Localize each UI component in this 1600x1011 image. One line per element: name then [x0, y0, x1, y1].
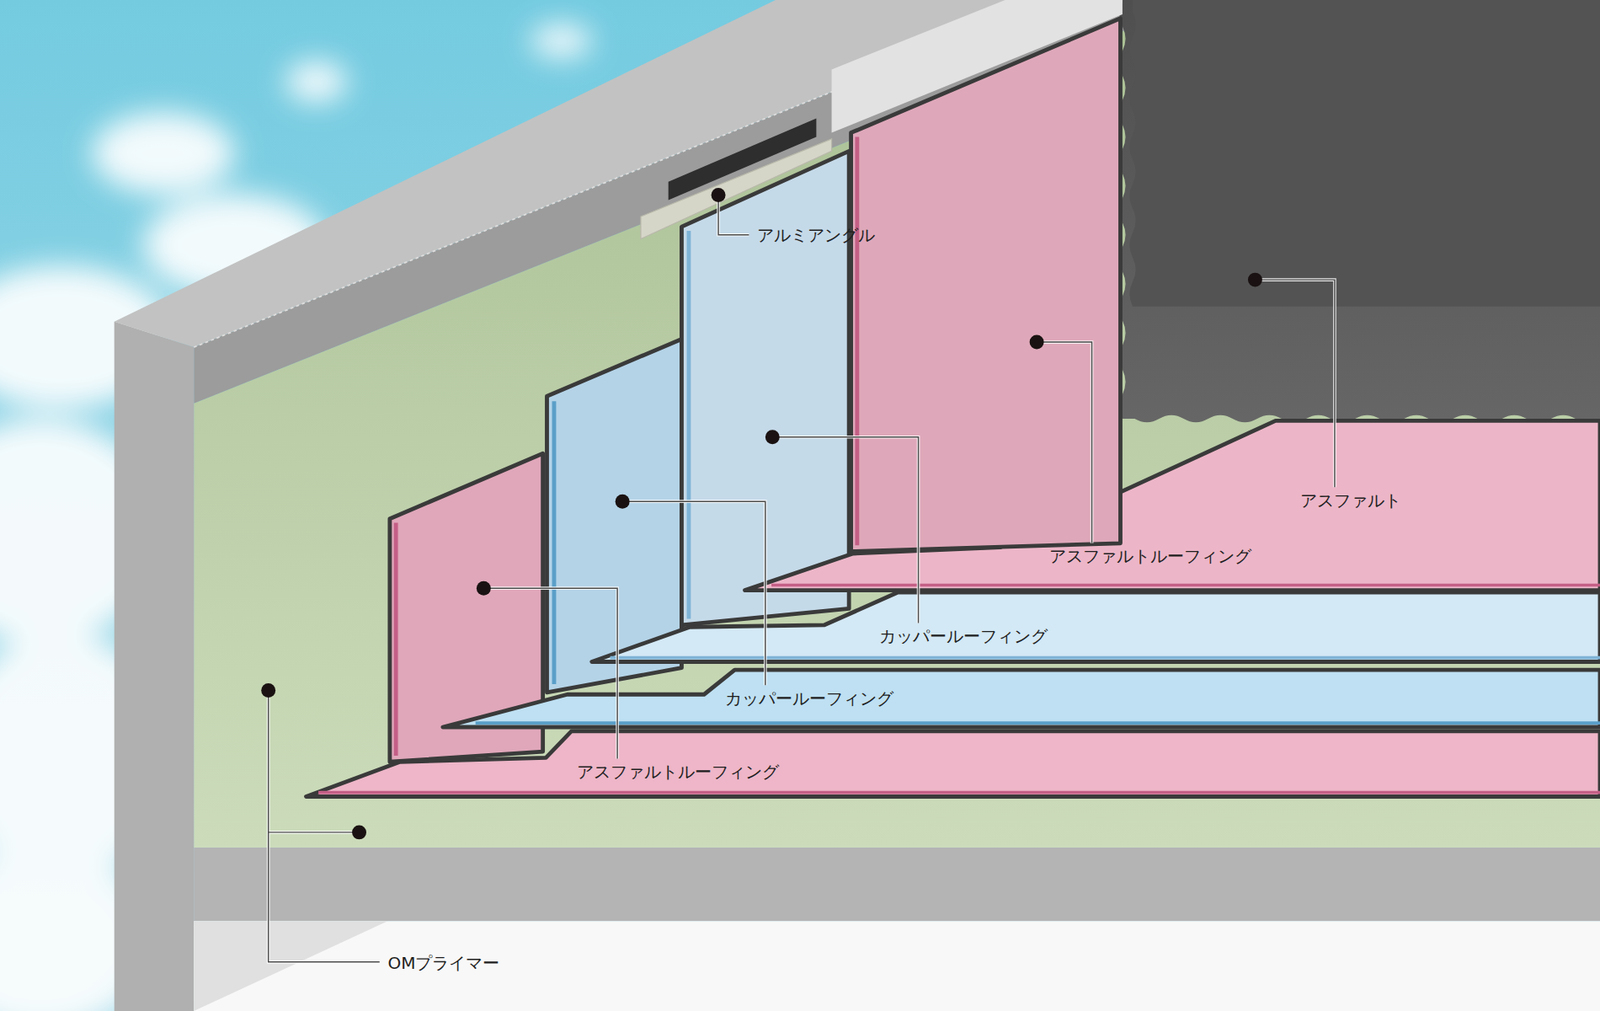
leader-dot	[261, 187, 1263, 839]
sheet-edge	[552, 400, 557, 684]
part-label: アルミアングル	[757, 224, 875, 246]
asphalt-layer	[1119, 0, 1600, 422]
part-label: アスファルトルーフィング	[1049, 545, 1252, 566]
roofing-sheet	[851, 18, 1121, 552]
sheet-edge	[475, 720, 1600, 725]
leader-line	[268, 195, 1335, 962]
asphalt-layer	[1122, 0, 1600, 307]
sheet-edge	[854, 136, 859, 545]
part-label: カッパールーフィング	[879, 625, 1048, 646]
sheet-edge	[318, 790, 1600, 795]
sheet-edge	[394, 522, 399, 756]
part-label: アスファルトルーフィング	[576, 761, 779, 782]
part-label: アスファルト	[1300, 490, 1402, 511]
sheet-edge	[610, 656, 1600, 660]
part-label: カッパールーフィング	[725, 688, 894, 709]
sheet-edge	[686, 230, 691, 619]
parapet-front	[114, 321, 195, 1011]
primer-wall	[193, 0, 1600, 848]
ceiling	[193, 920, 1600, 1011]
sheet-edge	[771, 583, 1600, 587]
floor-slab	[193, 847, 1600, 921]
ceiling-shade	[193, 920, 388, 1011]
part-label: OMプライマー	[387, 952, 500, 973]
leader-halo	[268, 195, 1335, 962]
